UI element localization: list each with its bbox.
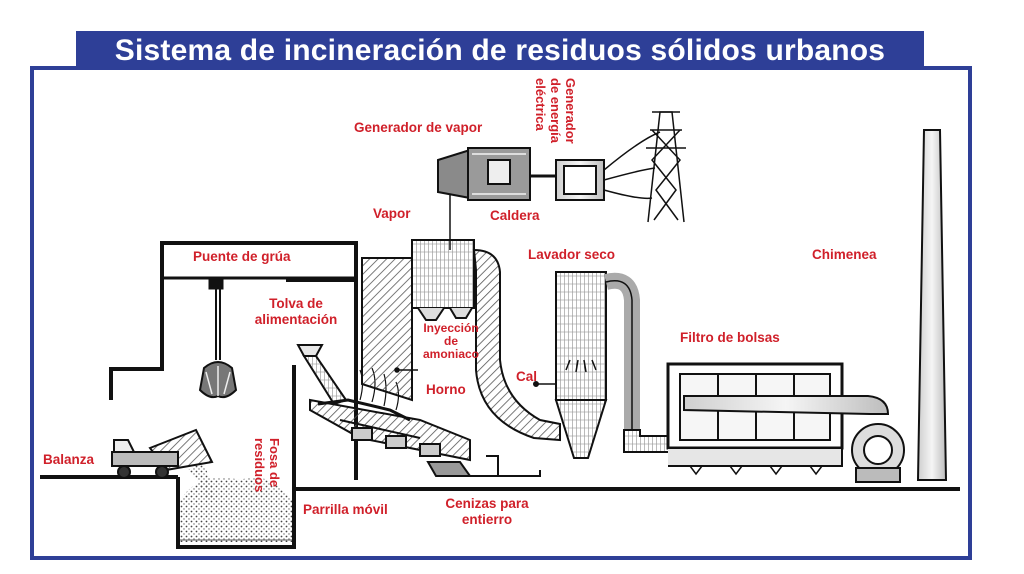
label-power-generator-line3: eléctrica xyxy=(533,78,548,131)
ground-line xyxy=(40,475,960,491)
label-bag-filter: Filtro de bolsas xyxy=(680,330,780,345)
label-feed-hopper-line2: alimentación xyxy=(254,312,338,327)
draft-fan xyxy=(851,423,905,483)
label-dry-scrubber: Lavador seco xyxy=(528,247,616,262)
bag-filter xyxy=(666,362,844,476)
furnace xyxy=(309,398,471,462)
label-feed-hopper: Tolva de alimentación xyxy=(240,296,352,328)
crane-rail xyxy=(162,276,356,290)
label-power-generator-line1: Generador xyxy=(563,78,578,144)
label-crane-bridge: Puente de grúa xyxy=(193,249,291,264)
dry-scrubber xyxy=(533,271,640,459)
ash-outlet xyxy=(426,455,541,477)
label-ash-line2: entierro xyxy=(461,512,513,527)
label-waste-pit-line1: Fosa de xyxy=(267,438,282,488)
label-ammonia-line2: de xyxy=(443,334,458,348)
exhaust-duct xyxy=(683,395,890,415)
label-ash-line1: Cenizas para xyxy=(445,496,529,511)
label-scale: Balanza xyxy=(43,452,95,467)
transmission-tower xyxy=(603,111,686,223)
boiler-tower xyxy=(361,239,475,402)
label-boiler: Caldera xyxy=(490,208,540,223)
label-waste-pit: Fosa de residuos xyxy=(252,438,282,492)
crane-grab xyxy=(198,288,238,399)
label-lime: Cal xyxy=(516,369,538,384)
label-ash-disposal: Cenizas para entierro xyxy=(432,496,542,528)
label-power-generator: Generador de energía eléctrica xyxy=(533,78,578,144)
label-ammonia-line1: Inyección xyxy=(423,321,479,335)
feed-hopper xyxy=(296,344,348,406)
label-vapor: Vapor xyxy=(373,206,411,221)
label-ammonia-injection: Inyección de amoniaco xyxy=(413,322,489,361)
falling-waste xyxy=(188,462,215,500)
ammonia-injection xyxy=(394,367,418,373)
label-waste-pit-line2: residuos xyxy=(252,438,267,493)
label-furnace: Horno xyxy=(426,382,466,397)
garbage-truck xyxy=(111,428,214,479)
label-feed-hopper-line1: Tolva de xyxy=(269,296,323,311)
diagram-title: Sistema de incineración de residuos sóli… xyxy=(76,31,924,70)
label-ammonia-line3: amoniaco xyxy=(422,347,479,361)
chimney xyxy=(916,129,948,481)
flue-duct xyxy=(472,248,561,442)
label-chimney: Chimenea xyxy=(812,247,877,262)
steam-turbine xyxy=(437,147,605,201)
label-steam-generator: Generador de vapor xyxy=(354,120,483,135)
label-moving-grate: Parrilla móvil xyxy=(303,502,388,517)
label-power-generator-line2: de energía xyxy=(548,78,563,144)
